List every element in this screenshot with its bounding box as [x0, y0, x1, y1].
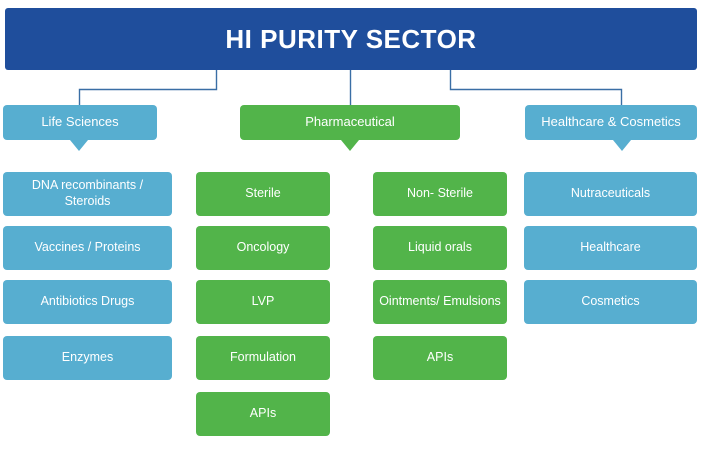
category-label: Healthcare & Cosmetics — [541, 114, 681, 130]
leaf-node[interactable]: Formulation — [196, 336, 330, 380]
leaf-node[interactable]: Oncology — [196, 226, 330, 270]
leaf-label: Oncology — [236, 240, 290, 255]
leaf-node[interactable]: Vaccines / Proteins — [3, 226, 172, 270]
leaf-node[interactable]: Nutraceuticals — [524, 172, 697, 216]
leaf-node[interactable]: Sterile — [196, 172, 330, 216]
category-healthcare-cosmetics[interactable]: Healthcare & Cosmetics — [525, 105, 697, 140]
page-title: HI PURITY SECTOR — [225, 24, 477, 54]
leaf-node[interactable]: Enzymes — [3, 336, 172, 380]
leaf-node[interactable]: LVP — [196, 280, 330, 324]
leaf-node[interactable]: Antibiotics Drugs — [3, 280, 172, 324]
leaf-label: Non- Sterile — [407, 186, 473, 201]
category-pharmaceutical[interactable]: Pharmaceutical — [240, 105, 460, 140]
leaf-label: Sterile — [245, 186, 281, 201]
pointer-life-sciences-icon — [70, 140, 88, 151]
leaf-node[interactable]: APIs — [196, 392, 330, 436]
leaf-label: Cosmetics — [581, 294, 640, 309]
leaf-label: Antibiotics Drugs — [40, 294, 135, 309]
category-label: Pharmaceutical — [305, 114, 395, 130]
connector-life-sciences — [78, 70, 218, 105]
pointer-healthcare-cosmetics-icon — [613, 140, 631, 151]
leaf-node[interactable]: Liquid orals — [373, 226, 507, 270]
connector-healthcare-cosmetics — [449, 70, 623, 105]
leaf-node[interactable]: DNA recombinants / Steroids — [3, 172, 172, 216]
root-node-hi-purity-sector: HI PURITY SECTOR — [5, 8, 697, 70]
leaf-label: Nutraceuticals — [570, 186, 651, 201]
leaf-node[interactable]: APIs — [373, 336, 507, 380]
leaf-node[interactable]: Non- Sterile — [373, 172, 507, 216]
leaf-label: Enzymes — [61, 350, 114, 365]
leaf-node[interactable]: Healthcare — [524, 226, 697, 270]
leaf-label: Ointments/ Emulsions — [379, 294, 501, 309]
category-label: Life Sciences — [41, 114, 119, 130]
leaf-label: APIs — [426, 350, 454, 365]
leaf-label: Formulation — [230, 350, 296, 365]
leaf-label: APIs — [249, 406, 277, 421]
leaf-label: DNA recombinants / Steroids — [31, 178, 144, 208]
pointer-pharmaceutical-icon — [341, 140, 359, 151]
category-life-sciences[interactable]: Life Sciences — [3, 105, 157, 140]
leaf-label: Vaccines / Proteins — [34, 240, 141, 255]
leaf-label: LVP — [251, 294, 275, 309]
leaf-label: Healthcare — [580, 240, 641, 255]
leaf-label: Liquid orals — [408, 240, 472, 255]
leaf-node[interactable]: Ointments/ Emulsions — [373, 280, 507, 324]
leaf-node[interactable]: Cosmetics — [524, 280, 697, 324]
